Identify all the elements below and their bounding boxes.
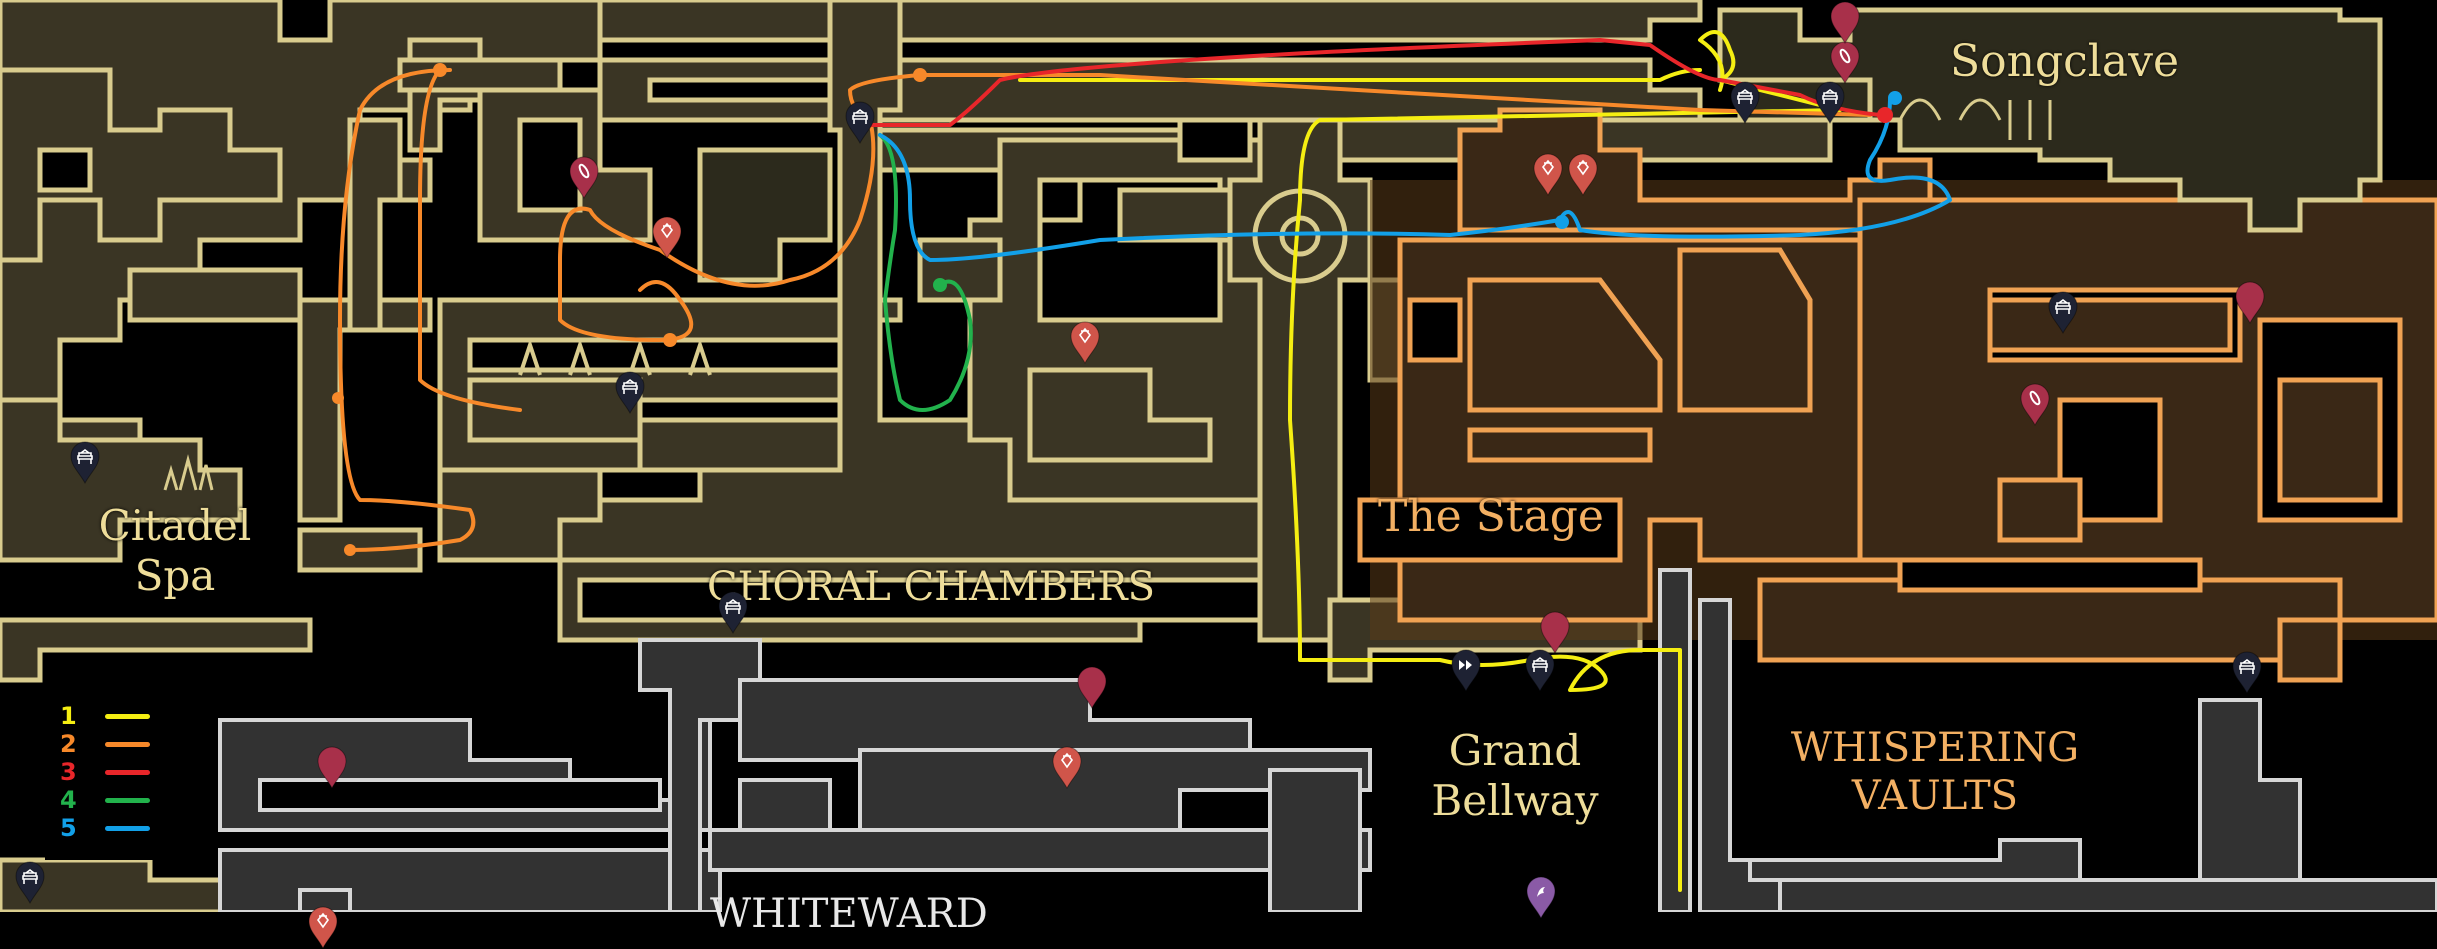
region-label-the-stage: The Stage (1378, 491, 1604, 542)
map-pin-none[interactable] (317, 745, 347, 789)
legend-item-3: 3 (45, 758, 175, 786)
route-2-waypoint (332, 392, 344, 404)
map-pin-fast[interactable] (1451, 648, 1481, 692)
route-2-waypoint (913, 68, 927, 82)
legend-number: 4 (60, 786, 77, 814)
map-pin-icon (2235, 281, 2265, 324)
route-legend: 1 2 3 4 5 (45, 700, 175, 860)
bench-icon (718, 591, 748, 634)
map-pin-bench[interactable] (15, 860, 45, 904)
relic-icon (569, 156, 599, 199)
legend-item-5: 5 (45, 814, 175, 842)
rosary-icon (1052, 746, 1082, 789)
map-pin-bench[interactable] (845, 100, 875, 144)
rosary-icon (652, 216, 682, 259)
legend-swatch (105, 770, 150, 775)
route-3-path (868, 38, 1882, 127)
map-pin-rosary[interactable] (1070, 320, 1100, 364)
region-label-choral-chambers: CHORAL CHAMBERS (707, 564, 1156, 610)
route-1-path (1018, 30, 1842, 892)
orange-zone (1357, 107, 2437, 683)
region-label-whispering-vaults: WHISPERING VAULTS (1790, 728, 2080, 816)
map-pin-bench[interactable] (1730, 80, 1760, 124)
map-pin-bench[interactable] (615, 370, 645, 414)
route-3-endpoint (1877, 107, 1893, 123)
region-label-whiteward: WHITEWARD (710, 891, 988, 937)
route-2-path (338, 68, 1872, 552)
map-pin-bench[interactable] (2048, 290, 2078, 334)
route-2-waypoint (344, 544, 356, 556)
flea-icon (1526, 876, 1556, 919)
map-pin-icon (1830, 1, 1860, 44)
map-pin-icon (1540, 611, 1570, 654)
map-pin-none[interactable] (1077, 665, 1107, 709)
map-pin-bench[interactable] (1525, 648, 1555, 692)
map-pin-none[interactable] (1540, 610, 1570, 654)
region-label-grand-bellway: Grand Bellway (1430, 730, 1600, 822)
bench-icon (1525, 649, 1555, 692)
routes-layer (332, 30, 1952, 892)
map-pin-bench[interactable] (2232, 650, 2262, 694)
map-pin-relic[interactable] (2020, 382, 2050, 426)
region-label-line: Citadel (98, 501, 252, 550)
map-pin-icon (1077, 666, 1107, 709)
region-label-line: VAULTS (1851, 773, 2019, 819)
region-label-songclave: Songclave (1950, 36, 2179, 87)
relic-icon (1830, 41, 1860, 84)
statue-corridor (437, 297, 903, 473)
legend-number: 3 (60, 758, 77, 786)
route-5-waypoint (1555, 215, 1569, 229)
relic-icon (2020, 383, 2050, 426)
route-5-endpoint (1888, 91, 1902, 105)
region-label-citadel-spa: Citadel Spa (95, 505, 255, 597)
map-pin-none[interactable] (1830, 0, 1860, 44)
legend-swatch (105, 798, 150, 803)
bench-icon (2048, 291, 2078, 334)
legend-item-4: 4 (45, 786, 175, 814)
region-label-line: Grand (1448, 726, 1582, 775)
route-2-waypoint (663, 333, 677, 347)
whiteward-area (218, 568, 2437, 912)
bench-icon (15, 861, 45, 904)
map-pin-rosary[interactable] (1533, 152, 1563, 196)
legend-item-2: 2 (45, 730, 175, 758)
legend-swatch (105, 714, 150, 719)
bench-icon (1730, 81, 1760, 124)
legend-swatch (105, 742, 150, 747)
map-pin-rosary[interactable] (1052, 745, 1082, 789)
legend-item-1: 1 (45, 702, 175, 730)
legend-number: 1 (60, 702, 77, 730)
fast-travel-icon (1451, 649, 1481, 692)
map-pin-none[interactable] (2235, 280, 2265, 324)
map-pin-bench[interactable] (718, 590, 748, 634)
bench-icon (1815, 81, 1845, 124)
map-pin-bench[interactable] (1815, 80, 1845, 124)
rosary-icon (1568, 153, 1598, 196)
legend-swatch (105, 826, 150, 831)
bench-icon (70, 441, 100, 484)
map-pin-rosary[interactable] (1568, 152, 1598, 196)
map-pin-icon (317, 746, 347, 789)
bench-icon (845, 101, 875, 144)
route-4-path (878, 133, 973, 412)
region-label-line: Spa (134, 551, 216, 600)
rosary-icon (1533, 153, 1563, 196)
map-pin-rosary[interactable] (652, 215, 682, 259)
region-label-line: Bellway (1431, 776, 1599, 825)
route-2-waypoint (433, 63, 447, 77)
map-pin-relic[interactable] (1830, 40, 1860, 84)
game-map[interactable] (0, 0, 2437, 912)
map-pin-relic[interactable] (569, 155, 599, 199)
map-pin-bench[interactable] (70, 440, 100, 484)
map-pin-flea[interactable] (1526, 875, 1556, 919)
bench-icon (615, 371, 645, 414)
bench-icon (2232, 651, 2262, 694)
legend-number: 2 (60, 730, 77, 758)
region-label-line: WHISPERING (1790, 725, 2080, 771)
legend-number: 5 (60, 814, 77, 842)
route-4-endpoint (933, 278, 947, 292)
rosary-icon (1070, 321, 1100, 364)
